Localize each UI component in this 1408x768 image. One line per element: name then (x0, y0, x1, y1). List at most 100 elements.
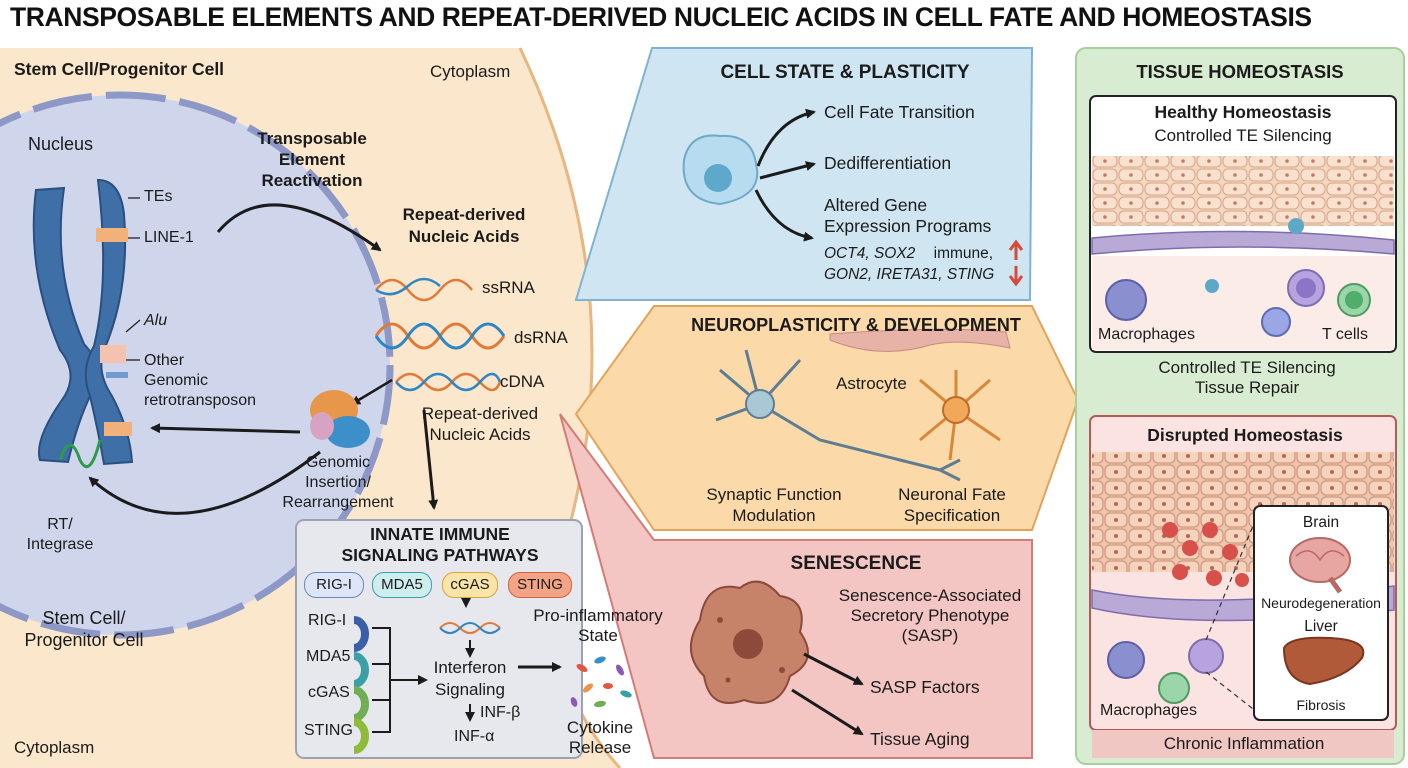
genes-1-rest: immune, (929, 245, 994, 262)
neuro-panel (574, 305, 1080, 531)
repair-label-2: Tissue Repair (1194, 378, 1300, 397)
small-dsrna-icon (439, 622, 501, 634)
healthy-title: Healthy Homeostasis (1154, 102, 1332, 122)
chronic-bar (1092, 730, 1394, 758)
neuronal-label-2: Specification (903, 506, 1001, 525)
pill-sting: STING (508, 572, 572, 598)
synaptic-label-2: Modulation (732, 506, 816, 525)
receptor-label-sting: STING (304, 722, 353, 739)
brain-icon (1289, 537, 1351, 594)
page-title: TRANSPOSABLE ELEMENTS AND REPEAT-DERIVED… (10, 2, 1312, 32)
cell-state-panel (574, 47, 1034, 301)
cdna-label: cDNA (500, 372, 545, 391)
interferon-label-1: Interferon (433, 658, 507, 677)
proinflammatory-label-2: State (578, 626, 618, 645)
synaptic-label-1: Synaptic Function (706, 485, 842, 504)
alu-label: Alu (144, 312, 168, 329)
senescence-panel (559, 413, 1033, 759)
tissue-aging-label: Tissue Aging (870, 729, 970, 749)
proinflammatory-label-1: Pro-inflammatory (533, 606, 663, 625)
nucleus-label: Nucleus (28, 134, 94, 154)
disrupted-title: Disrupted Homeostasis (1147, 425, 1343, 445)
senescence-heading: SENESCENCE (790, 553, 922, 574)
arrow-te-reactivation (216, 203, 382, 252)
astrocyte-icon (919, 370, 1001, 461)
arrow-rt-integrase (88, 450, 321, 515)
dsrna-icon (374, 322, 506, 350)
stem-bottom-label-2: Progenitor Cell (24, 630, 144, 650)
other-label-1: Other (144, 352, 185, 369)
sasp-label-3: (SASP) (901, 626, 959, 645)
liver-icon (1282, 636, 1365, 686)
line1-label: LINE-1 (144, 229, 194, 246)
nucleic-heading-2: Nucleic Acids (408, 227, 520, 246)
chronic-inflammation-label: Chronic Inflammation (1163, 734, 1325, 753)
neurodegeneration-label: Neurodegeneration (1261, 595, 1381, 611)
cdna-icon (395, 372, 502, 392)
cytokine-label-2: Release (568, 738, 632, 757)
pill-cgas: cGAS (442, 572, 498, 598)
receptor-label-rig-i: RIG-I (308, 612, 347, 629)
neuro-heading: NEUROPLASTICITY & DEVELOPMENT (691, 315, 1021, 335)
neuron-icon (715, 349, 961, 482)
progenitor-cell-icon (682, 134, 759, 206)
sasp-label-2: Secretory Phenotype (850, 606, 1010, 625)
receptor-icons (353, 616, 369, 754)
ssrna-icon (375, 277, 473, 302)
genes-1-italic: OCT4, SOX2 (824, 245, 916, 262)
altered-gene-label-2: Expression Programs (824, 216, 992, 236)
cytoplasm-label-bottom: Cytoplasm (14, 738, 95, 757)
cell-fate-label: Cell Fate Transition (824, 102, 975, 122)
chromosome (32, 178, 134, 469)
other-label-3: retrotransposon (144, 392, 257, 409)
macrophages-label: Macrophages (1098, 326, 1195, 343)
cytokine-icons (570, 656, 632, 708)
receptor-label-cgas: cGAS (308, 684, 350, 701)
genomic-label-2: Insertion/ (305, 474, 371, 491)
rt-label-1: RT/ (47, 516, 73, 533)
tissue-strip-icon (829, 328, 1011, 352)
fibrosis-label: Fibrosis (1296, 697, 1346, 713)
genes-line-1: OCT4, SOX2 immune, (824, 245, 993, 262)
sasp-label-1: Senescence-Associated (838, 586, 1022, 605)
stem-bottom-label-1: Stem Cell/ (42, 608, 126, 628)
nucleic-heading-1: Repeat-derived (402, 205, 526, 224)
genomic-label-3: Rearrangement (282, 494, 394, 511)
tissue-heading: TISSUE HOMEOSTASIS (1136, 61, 1344, 82)
neuronal-label-1: Neuronal Fate (898, 485, 1006, 504)
senescent-cell-icon (689, 580, 809, 704)
astrocyte-label: Astrocyte (836, 374, 907, 393)
other-label-2: Genomic (144, 372, 209, 389)
arrow-to-enzyme (350, 378, 393, 406)
macrophages-label-2: Macrophages (1100, 702, 1197, 719)
disrupted-immune-cells (1107, 638, 1224, 704)
genes-line-2: GON2, IRETA31, STING (824, 266, 995, 283)
dedifferentiation-label: Dedifferentiation (824, 153, 952, 173)
inf-beta-label: INF-β (480, 704, 521, 721)
arrow-genomic-insertion (150, 423, 301, 434)
pill-mda5: MDA5 (372, 572, 432, 598)
immune-heading-2: SIGNALING PATHWAYS (341, 545, 539, 565)
altered-gene-label-1: Altered Gene (824, 195, 928, 215)
inf-alpha-label: INF-α (454, 728, 495, 745)
stem-cell-label: Stem Cell/Progenitor Cell (14, 59, 225, 79)
liver-label: Liver (1304, 618, 1338, 635)
receptor-label-mda5: MDA5 (306, 648, 351, 665)
tcells-label: T cells (1322, 326, 1368, 343)
arrow-up-icon (1008, 239, 1024, 260)
arrow-down-icon (1008, 266, 1024, 287)
repair-label-1: Controlled TE Silencing (1158, 358, 1336, 377)
tes-label: TEs (144, 188, 173, 205)
sasp-factors-label: SASP Factors (870, 677, 980, 697)
interferon-label-2: Signaling (435, 680, 505, 699)
nucleic-footer-2: Nucleic Acids (429, 425, 531, 444)
brain-label: Brain (1302, 514, 1340, 531)
nucleic-footer-1: Repeat-derived (421, 404, 539, 423)
cytokine-label-1: Cytokine (566, 718, 634, 737)
pill-rig-i: RIG-I (304, 572, 364, 598)
rt-label-2: Integrase (26, 536, 94, 553)
arrow-to-immune (422, 409, 439, 510)
healthy-subtitle: Controlled TE Silencing (1154, 126, 1332, 145)
cytoplasm-label-top: Cytoplasm (430, 62, 511, 81)
